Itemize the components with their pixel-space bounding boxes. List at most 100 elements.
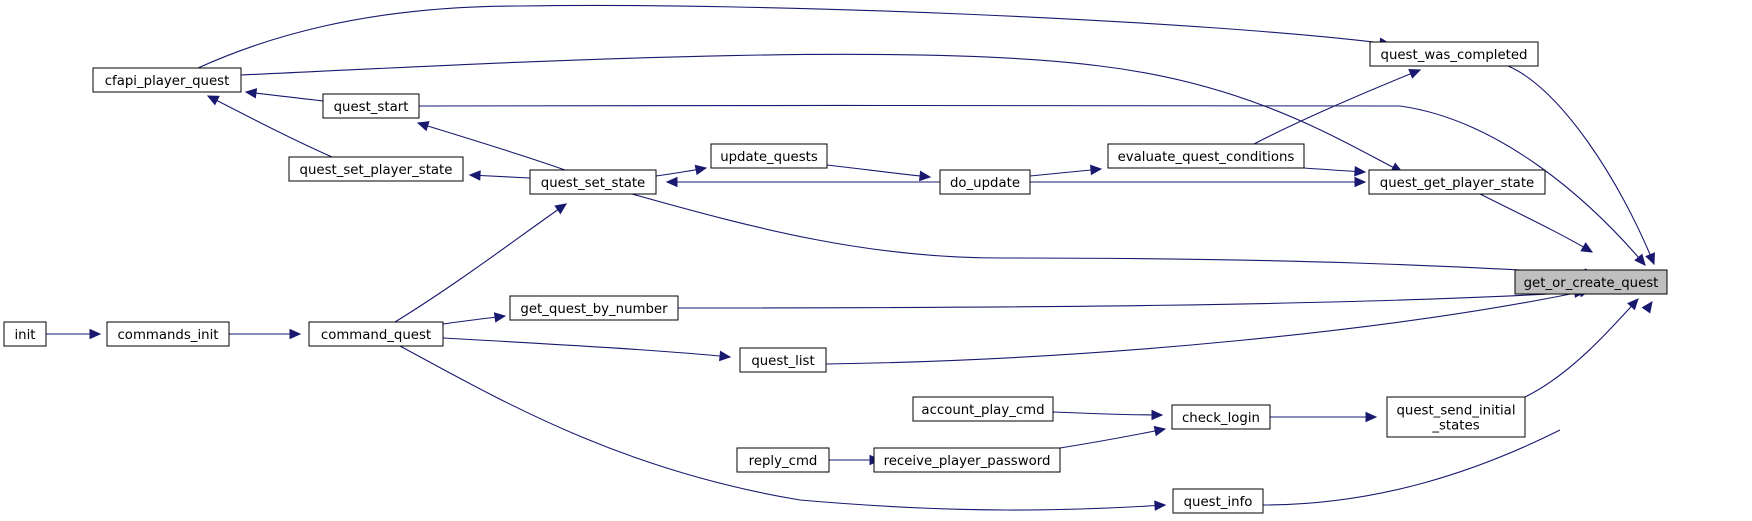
edge-arrowhead	[416, 121, 430, 132]
node-command-quest[interactable]: command_quest	[308, 321, 444, 347]
node-box[interactable]	[106, 321, 230, 347]
node-label: command_quest	[321, 328, 431, 343]
node-box[interactable]	[509, 295, 679, 321]
edge-receive_player_password-to-check_login	[1059, 425, 1167, 449]
node-label: quest_set_state	[541, 176, 646, 191]
edge-quest_get_player_state-to-get_or_create_quest	[1479, 193, 1594, 253]
edge-init-to-commands_init	[46, 328, 102, 340]
edge-command_quest-to-quest_info	[399, 345, 1167, 511]
edge-arrowhead	[1580, 242, 1594, 253]
node-commands-init[interactable]: commands_init	[106, 321, 230, 347]
node-box[interactable]	[739, 347, 827, 373]
node-label: reply_cmd	[749, 454, 818, 469]
edge-line	[1052, 411, 1163, 416]
node-quest-info[interactable]: quest_info	[1172, 488, 1264, 514]
edge-quest_was_completed-to-get_or_create_quest	[1507, 65, 1655, 266]
node-box[interactable]	[3, 321, 47, 347]
edge-arrowhead	[1354, 176, 1367, 188]
node-label: cfapi_player_quest	[105, 74, 230, 89]
node-box[interactable]	[912, 396, 1054, 422]
node-label: get_quest_by_number	[520, 302, 668, 317]
node-box[interactable]	[939, 169, 1031, 195]
edge-arrowhead	[1153, 425, 1167, 437]
node-quest-set-player-state[interactable]: quest_set_player_state	[288, 156, 464, 182]
node-box[interactable]	[308, 321, 444, 347]
edge-arrowhead	[493, 312, 507, 323]
node-box[interactable]	[1107, 143, 1305, 169]
edge-arrowhead	[89, 328, 102, 340]
edge-line	[417, 122, 566, 171]
edge-arrowhead	[665, 176, 678, 188]
edge-line	[1524, 298, 1639, 398]
node-box[interactable]	[322, 93, 420, 119]
node-box[interactable]	[92, 67, 242, 93]
edge-arrowhead	[1354, 165, 1367, 177]
edge-line	[677, 291, 1586, 309]
node-quest-list[interactable]: quest_list	[739, 347, 827, 373]
node-evaluate-quest-conditions[interactable]: evaluate_quest_conditions	[1107, 143, 1305, 169]
node-label: init	[14, 328, 35, 343]
edge-command_quest-to-quest_set_state	[394, 203, 567, 323]
edge-line	[197, 4, 1391, 69]
edge-quest_set_state-to-quest_start	[416, 121, 566, 171]
node-box[interactable]	[1386, 396, 1526, 438]
edge-line	[240, 53, 1403, 173]
node-check-login[interactable]: check_login	[1171, 404, 1271, 430]
edge-quest_send_initial_states-to-get_or_create_quest	[1524, 298, 1639, 398]
edge-arrowhead	[1641, 301, 1653, 314]
node-label: check_login	[1182, 411, 1260, 426]
edge-arrowhead	[1090, 164, 1103, 176]
node-account-play-cmd[interactable]: account_play_cmd	[912, 396, 1054, 422]
edge-quest_set_player_state-to-cfapi_player_quest	[206, 95, 333, 158]
node-quest-set-state[interactable]: quest_set_state	[529, 169, 657, 195]
edge-evaluate_quest_conditions-to-quest_was_completed	[1253, 68, 1422, 145]
node-box[interactable]	[1172, 488, 1264, 514]
edge-line	[207, 95, 333, 158]
node-quest-send-initial-states[interactable]: quest_send_initial_states	[1386, 396, 1526, 438]
node-box[interactable]	[710, 143, 828, 169]
node-box[interactable]	[288, 156, 464, 182]
edge-line	[1479, 193, 1593, 253]
node-reply-cmd[interactable]: reply_cmd	[736, 447, 830, 473]
edge-line	[825, 289, 1591, 365]
edge-quest_info-to-get_or_create_quest	[1262, 301, 1653, 506]
node-label: quest_info	[1184, 495, 1253, 510]
edge-get_quest_by_number-to-get_or_create_quest	[677, 287, 1587, 309]
node-do-update[interactable]: do_update	[939, 169, 1031, 195]
node-box[interactable]	[1171, 404, 1271, 430]
node-box[interactable]	[529, 169, 657, 195]
node-quest-start[interactable]: quest_start	[322, 93, 420, 119]
node-init[interactable]: init	[3, 321, 47, 347]
node-label: quest_start	[334, 100, 409, 115]
node-quest-was-completed[interactable]: quest_was_completed	[1369, 41, 1539, 67]
edge-line	[245, 91, 324, 102]
edge-line	[442, 337, 731, 358]
node-get-or-create-quest[interactable]: get_or_create_quest	[1514, 269, 1668, 295]
node-receive-player-password[interactable]: receive_player_password	[873, 447, 1061, 473]
node-get-quest-by-number[interactable]: get_quest_by_number	[509, 295, 679, 321]
node-box[interactable]	[1368, 169, 1546, 195]
edge-arrowhead	[1634, 253, 1646, 266]
node-box[interactable]	[736, 447, 830, 473]
node-label: update_quests	[720, 150, 818, 165]
edge-arrowhead	[1408, 68, 1422, 79]
edge-arrowhead	[244, 88, 258, 99]
edge-quest_set_state-to-get_or_create_quest	[631, 193, 1597, 279]
edge-line	[394, 203, 567, 323]
edge-quest_list-to-get_or_create_quest	[825, 287, 1592, 365]
edge-arrowhead	[1645, 252, 1655, 266]
node-box[interactable]	[873, 447, 1061, 473]
node-quest-get-player-state[interactable]: quest_get_player_state	[1368, 169, 1546, 195]
node-box[interactable]	[1514, 269, 1668, 295]
node-box[interactable]	[1369, 41, 1539, 67]
node-cfapi-player-quest[interactable]: cfapi_player_quest	[92, 67, 242, 93]
edge-commands_init-to-command_quest	[229, 328, 302, 340]
edge-quest_set_state-to-update_quests	[655, 164, 708, 177]
node-label: get_or_create_quest	[1524, 276, 1659, 291]
node-label: receive_player_password	[884, 454, 1051, 469]
edge-line	[399, 345, 1166, 511]
edge-line	[1029, 168, 1102, 177]
edge-arrowhead	[289, 328, 302, 340]
node-update-quests[interactable]: update_quests	[710, 143, 828, 169]
